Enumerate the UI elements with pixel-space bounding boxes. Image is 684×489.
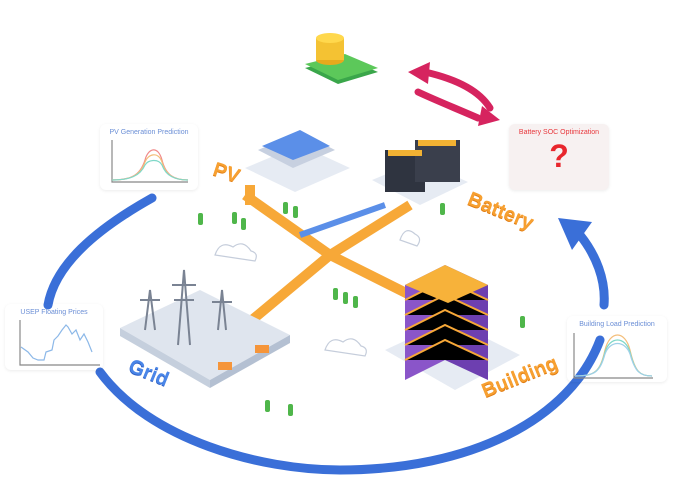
battery-station [372,140,468,205]
battery-soc-title: Battery SOC Optimization [518,129,600,136]
office-building [385,265,520,390]
money-icon [305,33,378,84]
pv-station [245,130,350,192]
clouds [214,230,421,357]
building-load-chart [573,333,653,379]
trees [198,202,525,416]
exchange-arrows [414,68,494,122]
building-load-title: Building Load Prediction [579,321,655,328]
exchange-arrowhead-icon [408,62,430,84]
usep-prices-card: USEP Floating Prices [5,304,103,370]
pv-prediction-title: PV Generation Prediction [109,129,189,136]
power-line [299,202,386,238]
exchange-arrowhead-icon [478,106,500,126]
pv-prediction-chart [111,140,189,183]
pv-prediction-card: PV Generation Prediction [100,124,198,190]
cycle-arrowhead-icon [558,218,592,250]
grid-station [120,269,290,388]
cycle-arrow [43,193,609,475]
battery-soc-card: Battery SOC Optimization ? [509,124,609,190]
usep-prices-title: USEP Floating Prices [20,309,88,316]
usep-prices-chart [19,320,100,366]
building-load-card: Building Load Prediction [567,316,667,382]
question-mark-icon: ? [549,138,569,174]
roads [236,185,423,334]
